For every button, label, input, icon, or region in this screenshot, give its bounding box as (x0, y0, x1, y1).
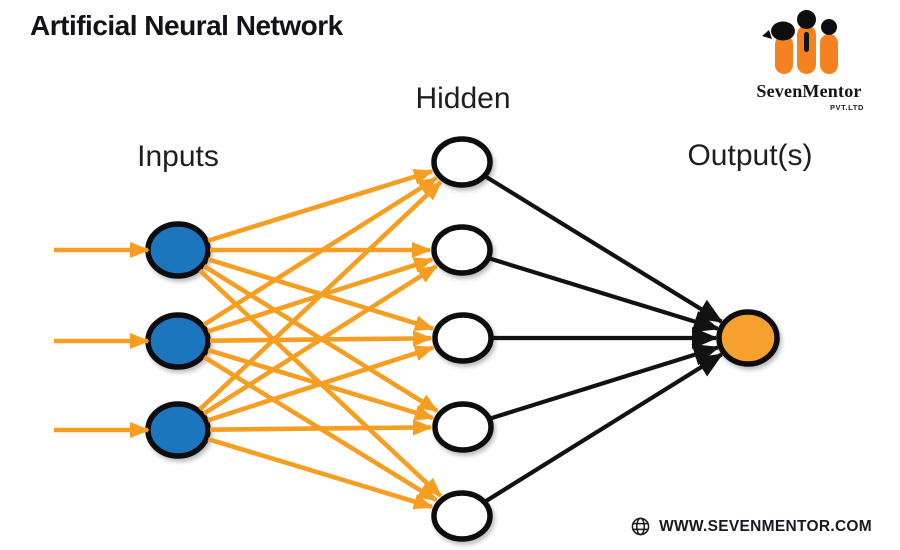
edge-input-hidden (207, 345, 436, 423)
nodes-layer (145, 136, 780, 542)
edge-hidden-output (485, 175, 724, 324)
globe-icon (631, 517, 650, 536)
figure-title: Artificial Neural Network (30, 10, 343, 41)
edge-input-hidden (202, 264, 439, 416)
input-node (145, 312, 211, 370)
edge-input-hidden (209, 419, 434, 436)
edge-hidden-output (490, 344, 720, 421)
input-node (145, 221, 211, 279)
label-outputs: Output(s) (687, 139, 813, 172)
edge-input-hidden (198, 180, 443, 412)
logo-brand-text: SevenMentor (756, 81, 862, 101)
logo-sub-text: PVT.LTD (829, 103, 864, 112)
hidden-node (431, 490, 493, 542)
hidden-node (431, 136, 493, 188)
website-url: WWW.SEVENMENTOR.COM (659, 517, 872, 535)
output-node (716, 309, 780, 367)
people-logo-icon (762, 10, 838, 74)
hidden-node (431, 224, 493, 276)
edge-input-hidden (202, 176, 439, 327)
website-footer: WWW.SEVENMENTOR.COM (631, 517, 872, 536)
edge-hidden-output (484, 352, 724, 503)
edge-input-hidden (207, 168, 434, 243)
edge-hidden-output (489, 256, 720, 333)
edges-layer (54, 168, 724, 510)
label-hidden: Hidden (415, 82, 511, 115)
hidden-node (432, 312, 494, 364)
input-node (145, 401, 211, 459)
hidden-node (432, 401, 494, 453)
label-inputs: Inputs (137, 140, 219, 173)
edge-input-hidden (207, 436, 434, 510)
sevenmentor-logo: SevenMentor PVT.LTD (744, 10, 874, 112)
